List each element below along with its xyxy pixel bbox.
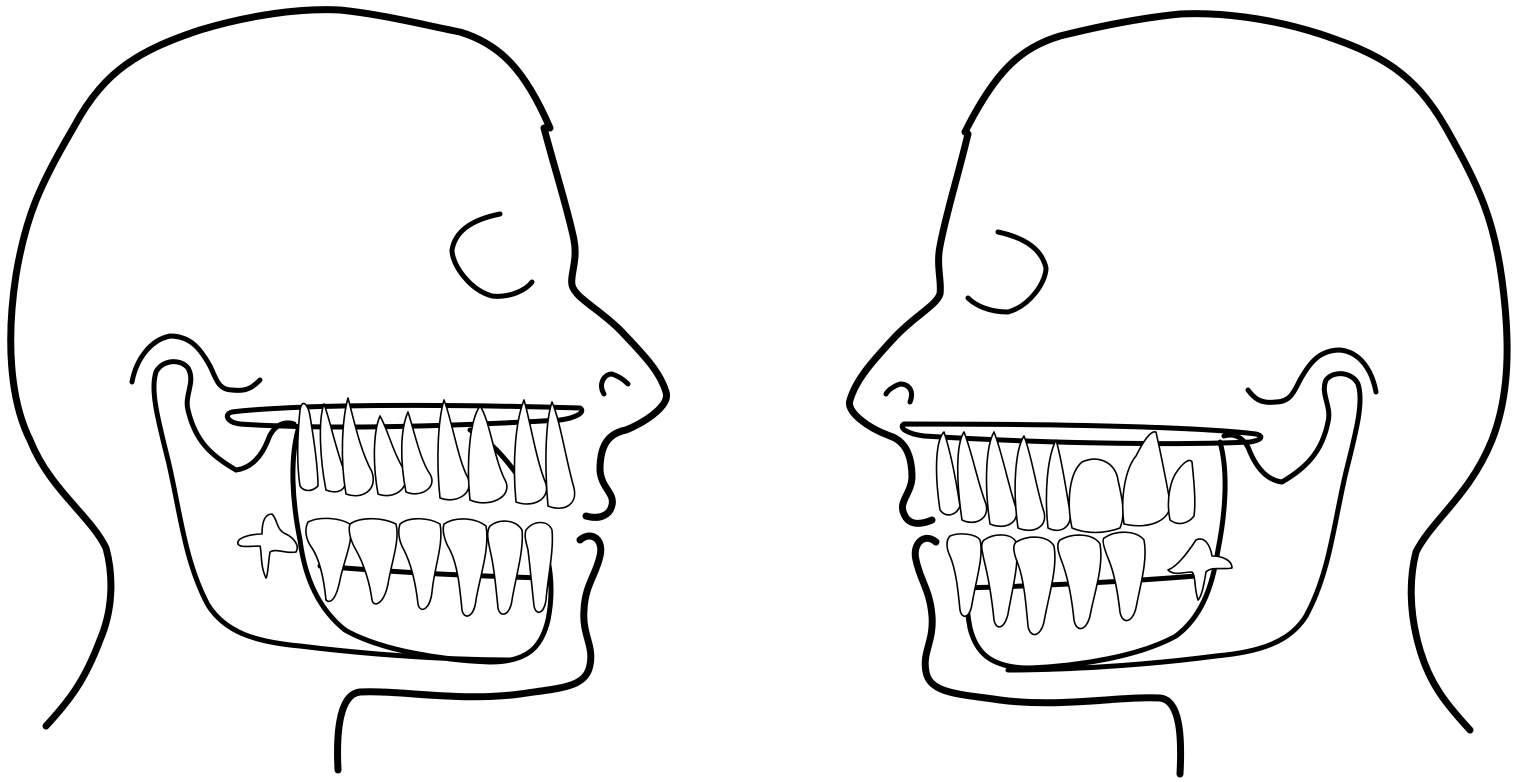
tooth xyxy=(349,519,397,604)
right-head-figure xyxy=(850,14,1508,774)
left-nostril xyxy=(602,374,628,394)
tooth xyxy=(1103,532,1145,620)
tooth xyxy=(514,400,546,504)
right-upper-occlusal-plane xyxy=(902,424,1261,444)
right-head-outline xyxy=(965,14,1507,730)
left-head-outline xyxy=(11,10,550,726)
tooth xyxy=(987,432,1017,526)
tooth xyxy=(1168,539,1232,600)
tooth xyxy=(342,398,373,496)
right-eye xyxy=(968,232,1046,312)
right-lower-teeth xyxy=(947,532,1232,634)
left-ramus xyxy=(236,423,294,470)
left-head-figure xyxy=(11,10,667,770)
tooth xyxy=(488,521,523,614)
tooth xyxy=(937,432,960,515)
tooth xyxy=(238,514,297,578)
tooth xyxy=(982,535,1017,627)
tooth xyxy=(443,519,487,616)
tooth xyxy=(438,400,469,500)
tooth xyxy=(947,534,981,616)
left-lower-teeth xyxy=(238,514,553,616)
left-eye xyxy=(452,214,532,296)
tooth xyxy=(298,403,318,490)
tooth xyxy=(1168,460,1194,523)
right-upper-teeth xyxy=(937,432,1195,533)
tooth xyxy=(958,432,987,522)
tooth xyxy=(1046,440,1070,530)
left-ear-joint xyxy=(132,336,260,390)
tooth xyxy=(1069,459,1123,532)
right-nostril xyxy=(886,384,912,402)
left-upper-teeth xyxy=(298,398,575,508)
tooth xyxy=(1015,436,1045,530)
right-ear-joint xyxy=(1248,350,1376,402)
tooth xyxy=(399,519,441,610)
